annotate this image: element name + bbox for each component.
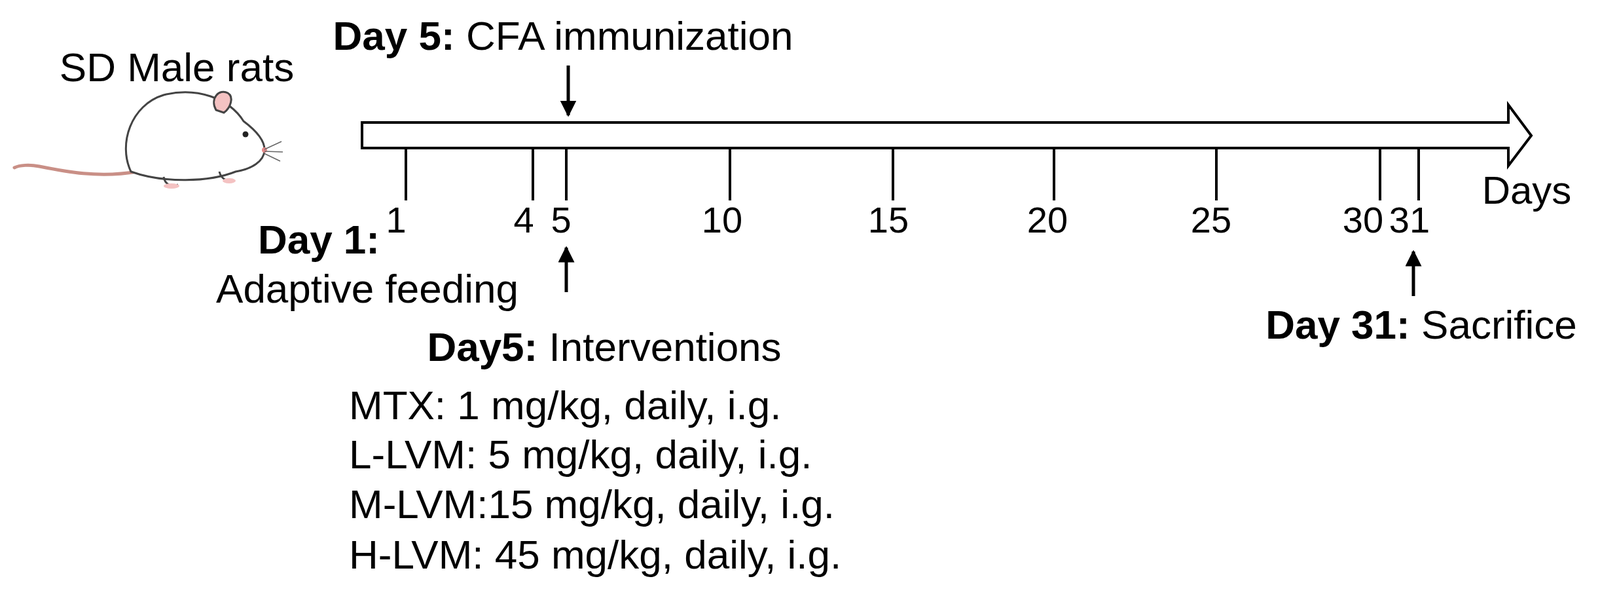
text-line: 31 — [1389, 199, 1430, 241]
note-text: Sacrifice — [1421, 301, 1578, 347]
text-line: Adaptive feeding — [216, 265, 519, 312]
note-text: H-LVM: 45 mg/kg, daily, i.g. — [348, 531, 842, 577]
text-line: 30 — [1342, 199, 1384, 241]
tick-number: 1 — [385, 199, 406, 241]
day-label: Day 31: — [1265, 301, 1411, 347]
text-line: Day 1: — [257, 216, 380, 263]
note-text: M-LVM:15 mg/kg, daily, i.g. — [348, 481, 835, 527]
tick-number: 31 — [1389, 199, 1430, 241]
text-line: MTX: 1 mg/kg, daily, i.g. — [348, 381, 782, 429]
pointer-arrow — [1412, 251, 1416, 296]
timeline-arrow — [362, 104, 1532, 166]
text-line: 20 — [1027, 199, 1068, 241]
text-line: 1 — [385, 199, 406, 241]
text-line: SD Male rats — [59, 43, 294, 91]
tick-number: 5 — [550, 199, 571, 241]
tick-number: 10 — [701, 199, 743, 241]
note-text: Adaptive feeding — [216, 265, 519, 311]
text-line: M-LVM:15 mg/kg, daily, i.g. — [348, 480, 835, 528]
day-label: Day5: — [426, 324, 538, 370]
day-label: Day 5: — [332, 13, 455, 59]
text-line: 15 — [868, 199, 909, 241]
text-line: H-LVM: 45 mg/kg, daily, i.g. — [348, 530, 842, 578]
text-line: 4 — [513, 199, 534, 241]
note-text: CFA immunization — [466, 13, 794, 59]
tick-number: 15 — [868, 199, 909, 241]
pointer-arrow — [564, 247, 569, 292]
tick-number: 20 — [1027, 199, 1068, 241]
axis-unit: Days — [1482, 168, 1572, 213]
tick-marks — [405, 147, 1419, 201]
tick-number: 30 — [1342, 199, 1384, 241]
tick-number: 25 — [1190, 199, 1232, 241]
text-line: 5 — [550, 199, 571, 241]
tick-number: 4 — [513, 199, 534, 241]
note-text: L-LVM: 5 mg/kg, daily, i.g. — [348, 431, 813, 477]
text-line: Day5:Interventions — [426, 323, 782, 370]
text-line: Days — [1482, 167, 1572, 213]
note-text: Interventions — [549, 324, 782, 370]
subject-label: SD Male rats — [59, 44, 294, 90]
text-line: Day 5:CFA immunization — [332, 12, 793, 59]
text-line: 25 — [1190, 199, 1232, 241]
note-text: MTX: 1 mg/kg, daily, i.g. — [348, 382, 782, 428]
text-line: 10 — [701, 199, 743, 241]
text-line: L-LVM: 5 mg/kg, daily, i.g. — [348, 430, 813, 478]
text-line: Day 31:Sacrifice — [1265, 301, 1578, 348]
pointer-arrow — [566, 65, 571, 116]
day-label: Day 1: — [257, 216, 380, 262]
rat-illustration — [14, 91, 283, 189]
